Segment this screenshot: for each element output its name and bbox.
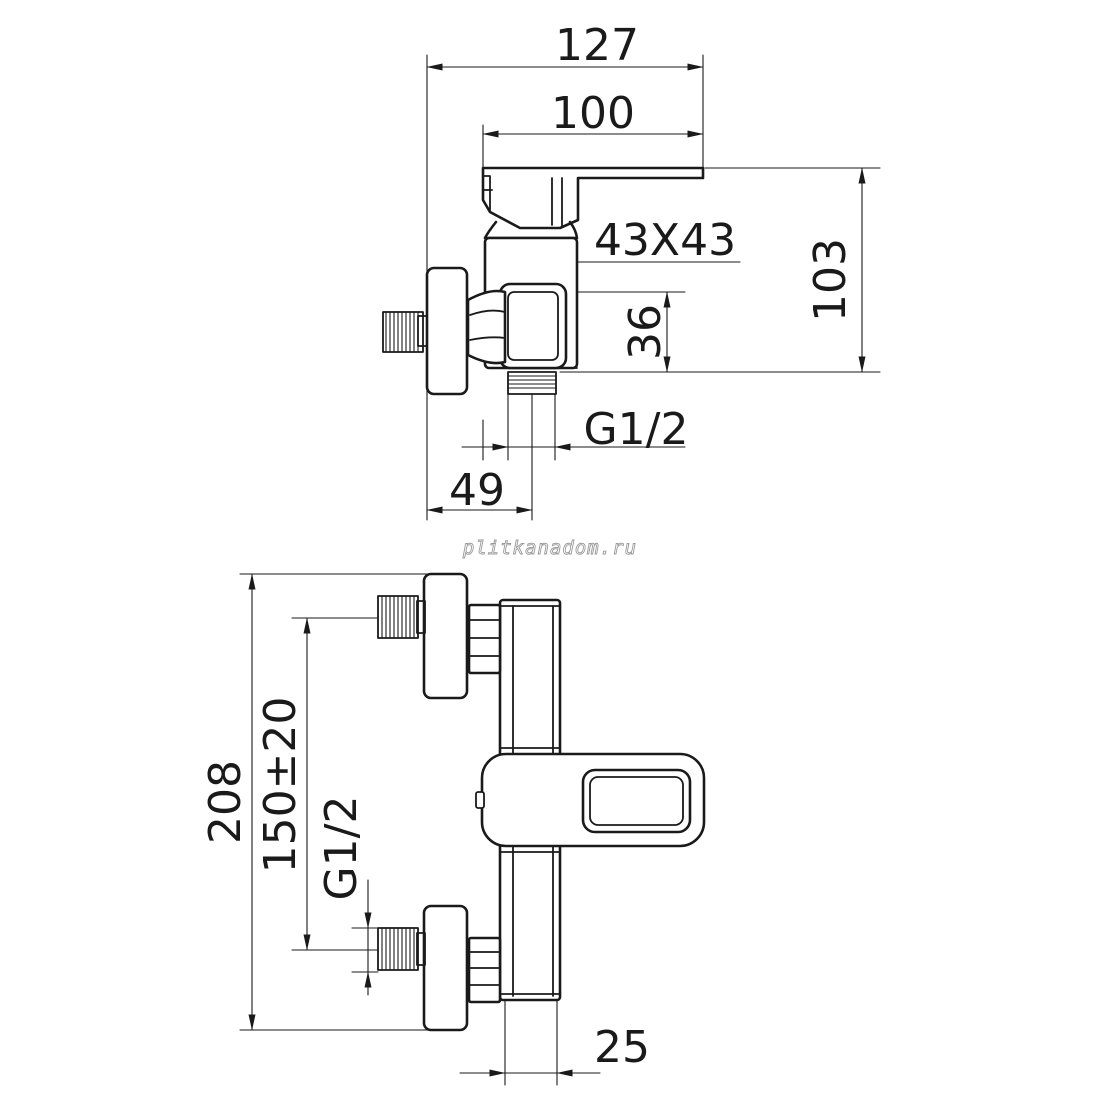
front-dim-208-label: 208 bbox=[200, 760, 251, 844]
side-dim-49-label: 49 bbox=[449, 465, 505, 516]
front-dim-25-label: 25 bbox=[594, 1022, 650, 1073]
side-faucet-body bbox=[382, 166, 705, 396]
front-view: 208 150±20 G1/2 25 bbox=[200, 572, 706, 1086]
side-dim-100-label: 100 bbox=[551, 88, 635, 139]
front-dim-g12-label: G1/2 bbox=[316, 796, 367, 901]
front-dim-150-label: 150±20 bbox=[255, 697, 306, 874]
side-dim-36-label: 36 bbox=[620, 304, 671, 360]
watermark: plitkanadom.ru bbox=[462, 537, 637, 559]
side-dim-43x43-label: 43X43 bbox=[594, 215, 736, 266]
side-view: 127 100 43X43 103 36 G1/2 49 bbox=[382, 20, 881, 521]
side-dim-103-label: 103 bbox=[805, 238, 856, 322]
side-dim-g12-label: G1/2 bbox=[584, 404, 689, 455]
side-dimension-lines bbox=[426, 63, 866, 514]
front-faucet-body bbox=[377, 572, 706, 1032]
side-dim-127-label: 127 bbox=[555, 20, 639, 71]
front-dimension-lines bbox=[248, 573, 601, 1077]
